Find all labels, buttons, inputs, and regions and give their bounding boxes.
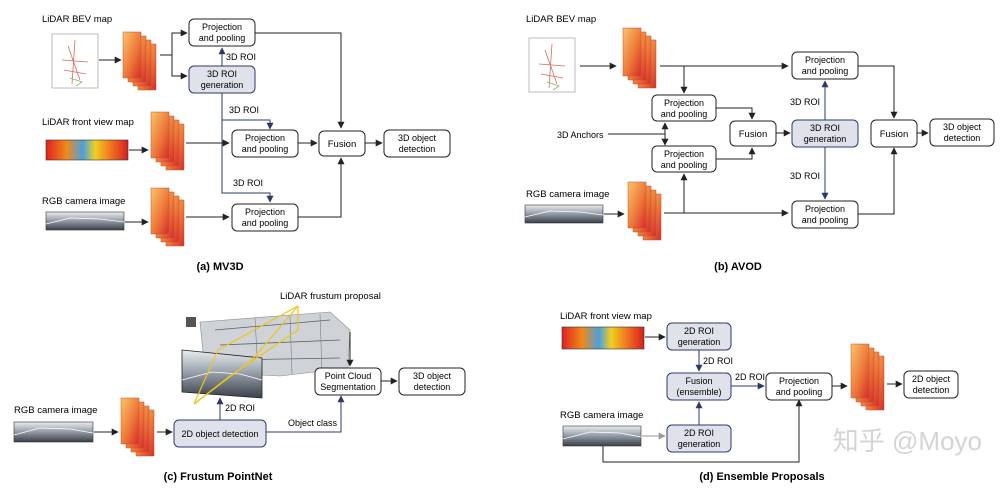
proj-top-line2: and pooling (199, 33, 246, 43)
segmentation-line2: Segmentation (320, 382, 376, 392)
roi-label-down: 3D ROI (790, 171, 820, 181)
feature-stack-head (850, 343, 885, 411)
proj-l2-line2: and pooling (661, 160, 708, 170)
proj-r2-line2: and pooling (802, 215, 849, 225)
fusion-line1: Fusion (685, 376, 712, 386)
caption-a: (a) MV3D (196, 261, 243, 273)
roi-gen-line1: 3D ROI (207, 69, 237, 79)
proj-bot-line1: Projection (245, 207, 285, 217)
feature-stack-rgb (150, 187, 185, 247)
roi-top-line2: generation (678, 337, 721, 347)
detection-line1: 3D object (413, 371, 452, 381)
fusion-label: Fusion (328, 139, 357, 150)
feature-stack-rgb (120, 397, 155, 457)
detection-line2: detection (944, 133, 981, 143)
input-label-bev: LiDAR BEV map (42, 14, 112, 25)
roi-label: 2D ROI (225, 403, 255, 413)
panel-frustum-pointnet: LiDAR frustum proposal RGB camera image (13, 291, 466, 483)
front-view-image (45, 139, 129, 161)
detection-line2: detection (399, 144, 436, 154)
input-label-bev: LiDAR BEV map (526, 14, 596, 25)
input-label-rgb: RGB camera image (42, 196, 125, 207)
watermark-text: 知乎 @Moyo (833, 426, 982, 456)
detection-line1: 3D object (398, 133, 437, 143)
frustum-lines (193, 305, 299, 405)
detection-box (929, 118, 995, 147)
input-label-rgb: RGB camera image (560, 410, 643, 421)
detection-box (383, 129, 451, 158)
proj-r1-line1: Projection (805, 55, 845, 65)
rgb-camera-image (45, 211, 125, 231)
roi-label-up: 3D ROI (226, 52, 256, 62)
input-label-front: LiDAR front view map (560, 311, 652, 322)
roi-bot-line2: generation (678, 439, 721, 449)
proj-mid-line1: Projection (245, 133, 285, 143)
feature-stack-bev (122, 31, 157, 91)
feature-stack-front (150, 111, 185, 171)
input-label-anchors: 3D Anchors (557, 130, 604, 140)
proj-bot-line2: and pooling (242, 218, 289, 228)
rgb-camera-image (562, 425, 642, 447)
object-class-label: Object class (288, 418, 338, 428)
proj-r2-line1: Projection (805, 204, 845, 214)
rgb-camera-image (524, 204, 604, 224)
roi-bot-line1: 2D ROI (684, 428, 714, 438)
bev-map-image (528, 37, 576, 93)
roi-gen-line2: generation (804, 134, 847, 144)
fusion-2-label: Fusion (880, 129, 909, 140)
proj-line1: Projection (779, 376, 819, 386)
roi-top-line1: 2D ROI (684, 326, 714, 336)
proj-l2-line1: Projection (664, 149, 704, 159)
roi-label-2: 2D ROI (735, 372, 765, 382)
input-label-rgb: RGB camera image (526, 189, 609, 200)
frustum-proposal-label: LiDAR frustum proposal (280, 291, 381, 302)
feature-stack-rgb (627, 181, 662, 241)
input-label-rgb: RGB camera image (14, 405, 97, 416)
roi-gen-line1: 3D ROI (810, 123, 840, 133)
bev-map-image (51, 33, 99, 89)
det2d-label: 2D object detection (181, 429, 258, 439)
roi-label-bottom: 3D ROI (233, 178, 263, 188)
front-view-image (561, 326, 645, 350)
roi-gen-bottom-box (666, 424, 732, 453)
proj-l1-line2: and pooling (661, 109, 708, 119)
feature-stack-bev (622, 27, 657, 89)
caption-c: (c) Frustum PointNet (164, 471, 273, 483)
segmentation-line1: Point Cloud (325, 371, 372, 381)
roi-label-up: 3D ROI (790, 97, 820, 107)
caption-b: (b) AVOD (714, 261, 762, 273)
panel-ensemble-proposals: LiDAR front view map 2D ROI generation 2… (560, 311, 959, 483)
fusion-line2: (ensemble) (676, 387, 721, 397)
detection-line2: detection (414, 382, 451, 392)
roi-gen-line2: generation (201, 80, 244, 90)
caption-d: (d) Ensemble Proposals (699, 471, 824, 483)
detection-line1: 3D object (943, 122, 982, 132)
panel-mv3d: LiDAR BEV map Projection and pooling 3D … (42, 14, 451, 273)
rgb-camera-image (13, 421, 94, 443)
camera-frustum-image (181, 349, 263, 399)
roi-label-mid: 3D ROI (229, 105, 259, 115)
input-label-front: LiDAR front view map (42, 117, 134, 128)
proj-r1-line2: and pooling (802, 66, 849, 76)
roi-label-1: 2D ROI (703, 356, 733, 366)
proj-mid-line2: and pooling (242, 144, 289, 154)
proj-top-line1: Projection (202, 22, 242, 32)
detection-line2: detection (913, 385, 950, 395)
proj-l1-line1: Projection (664, 98, 704, 108)
fusion-1-label: Fusion (739, 129, 768, 140)
panel-avod: LiDAR BEV map Projection and pooling 3D … (524, 14, 995, 273)
detection-line1: 2D object (912, 374, 951, 384)
proj-line2: and pooling (776, 387, 823, 397)
detection-box (398, 367, 466, 396)
detection-box (903, 370, 959, 399)
